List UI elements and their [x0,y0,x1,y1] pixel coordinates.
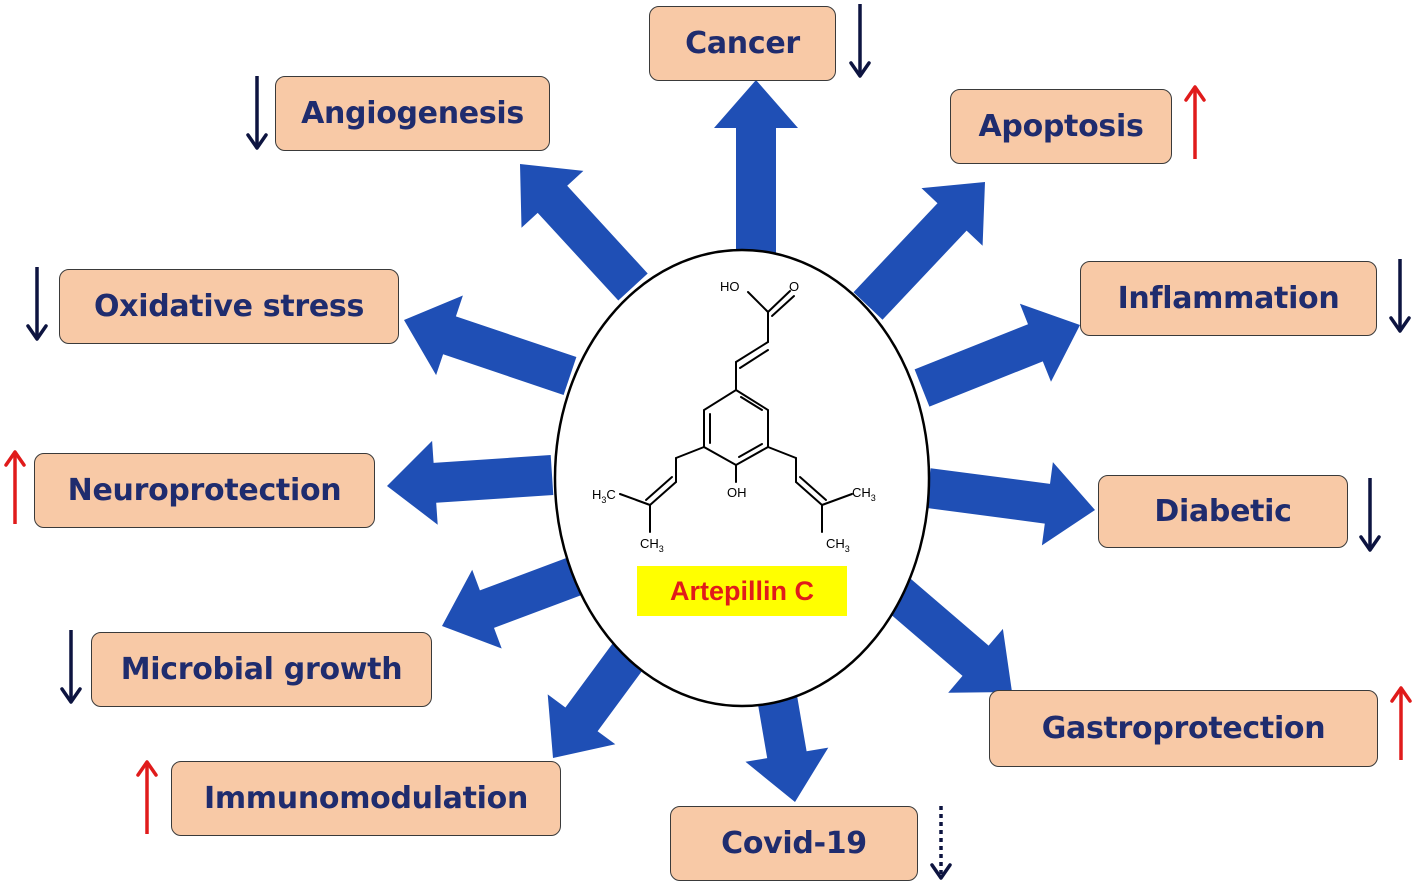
arrow-diabetic [925,462,1095,546]
atom-label-oh: OH [727,485,747,500]
molecule-structure [619,290,853,533]
methyl-label-left-sub: 3 [601,495,606,505]
effect-box-cancer: Cancer [649,6,836,81]
methyl-label-left: H3C [592,487,616,505]
arrow-angiogenesis [520,164,648,301]
effect-box-covid: Covid-19 [670,806,918,881]
trend-indicator-apoptosis [1184,85,1206,159]
trend-down-icon [930,863,952,880]
effect-box-oxidative-stress: Oxidative stress [59,269,399,344]
trend-indicator-covid [930,806,952,880]
arrow-neuroprotection [387,440,554,525]
trend-up-icon [1390,686,1412,703]
trend-indicator-neuroprotection [4,450,26,524]
trend-indicator-angiogenesis [246,76,268,150]
methyl-label-bottom-right-c: C [826,536,835,551]
trend-up-icon [4,450,26,467]
trend-down-icon [26,324,48,341]
arrow-gastroprotection [880,574,1012,693]
methyl-label-bottom-right-sub: 3 [845,544,850,554]
trend-up-icon [136,760,158,777]
methyl-label-bottom-left-c: C [640,536,649,551]
trend-indicator-microbial-growth [60,630,82,704]
effect-box-diabetic: Diabetic [1098,475,1348,548]
methyl-label-right-sub: 3 [871,493,876,503]
effect-box-gastroprotection: Gastroprotection [989,690,1378,767]
trend-up-icon [1184,85,1206,102]
methyl-label-right-c: C [852,485,861,500]
methyl-label-bottom-right-h: H [835,536,844,551]
effect-box-apoptosis: Apoptosis [950,89,1172,164]
arrow-apoptosis [853,182,985,320]
compound-circle [553,248,931,708]
effect-box-microbial-growth: Microbial growth [91,632,432,707]
methyl-label-bottom-left-sub: 3 [659,544,664,554]
methyl-label-left-c: C [606,487,615,502]
effect-box-angiogenesis: Angiogenesis [275,76,550,151]
arrow-microbial-growth [442,553,593,649]
trend-indicator-diabetic [1359,478,1381,552]
trend-down-icon [849,61,871,78]
trend-indicator-gastroprotection [1390,686,1412,760]
trend-indicator-oxidative-stress [26,267,48,341]
methyl-label-right-h: H [861,485,870,500]
trend-down-icon [246,133,268,150]
compound-name-label: Artepillin C [637,566,847,616]
effect-box-neuroprotection: Neuroprotection [34,453,375,528]
trend-indicator-immunomodulation [136,760,158,834]
effect-box-inflammation: Inflammation [1080,261,1377,336]
arrow-cancer [714,80,798,258]
methyl-label-bottom-left-h: H [649,536,658,551]
effect-box-immunomodulation: Immunomodulation [171,761,561,836]
arrow-inflammation [914,303,1080,407]
trend-indicator-inflammation [1389,259,1411,333]
arrow-oxidative-stress [404,295,577,395]
methyl-label-bottom-left: CH3 [640,536,664,554]
trend-down-icon [60,687,82,704]
trend-down-icon [1389,316,1411,333]
methyl-label-right: CH3 [852,485,876,503]
atom-label-o: O [789,279,799,294]
methyl-label-left-h: H [592,487,601,502]
trend-down-icon [1359,535,1381,552]
methyl-label-bottom-right: CH3 [826,536,850,554]
atom-label-ho: HO [720,279,740,294]
trend-indicator-cancer [849,4,871,78]
